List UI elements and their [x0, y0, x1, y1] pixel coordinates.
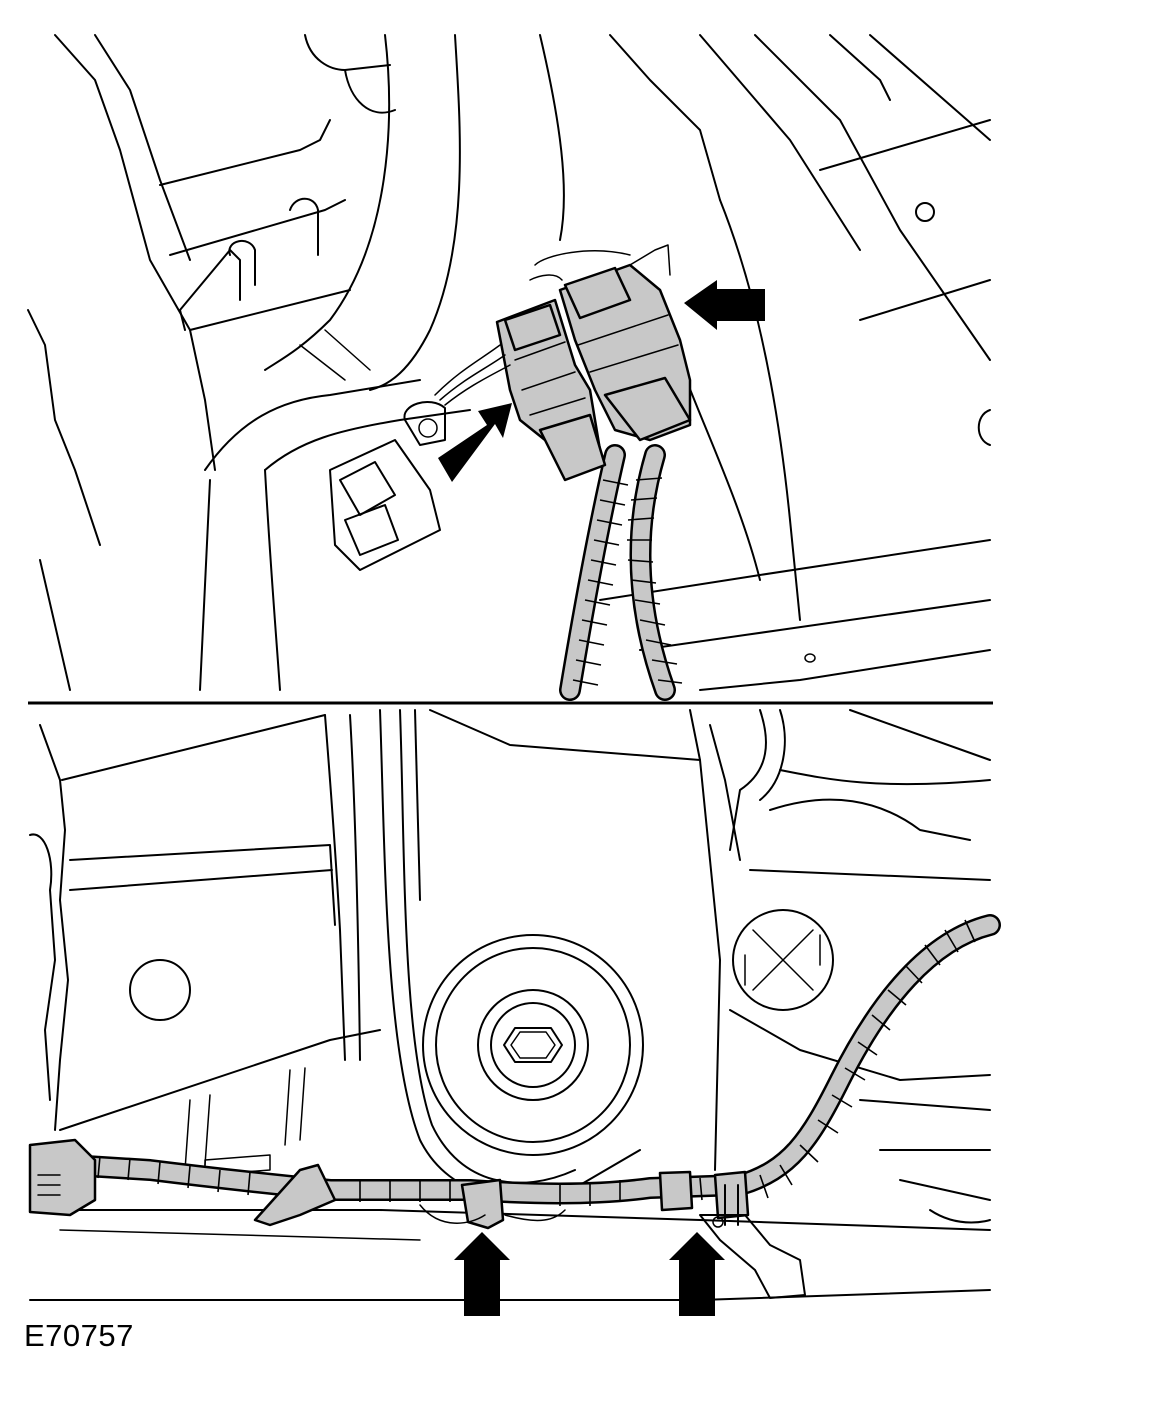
- callout-arrow-lower-right: [669, 1232, 725, 1316]
- callout-arrow-lower-left: [454, 1232, 510, 1316]
- connector-a: [495, 298, 607, 482]
- upper-panel: [27, 34, 993, 705]
- callout-arrow-upper-left: [438, 403, 512, 482]
- harness-clip-right: [713, 1170, 750, 1220]
- callout-arrow-upper-right: [684, 280, 765, 330]
- figure-reference: E70757: [24, 1318, 134, 1353]
- connector-b: [534, 244, 692, 442]
- harness-clip-left: [460, 1178, 505, 1230]
- lower-panel: [28, 709, 1001, 1316]
- harness-end-connector: [28, 1138, 97, 1217]
- hex-bolt-head: [503, 1027, 563, 1063]
